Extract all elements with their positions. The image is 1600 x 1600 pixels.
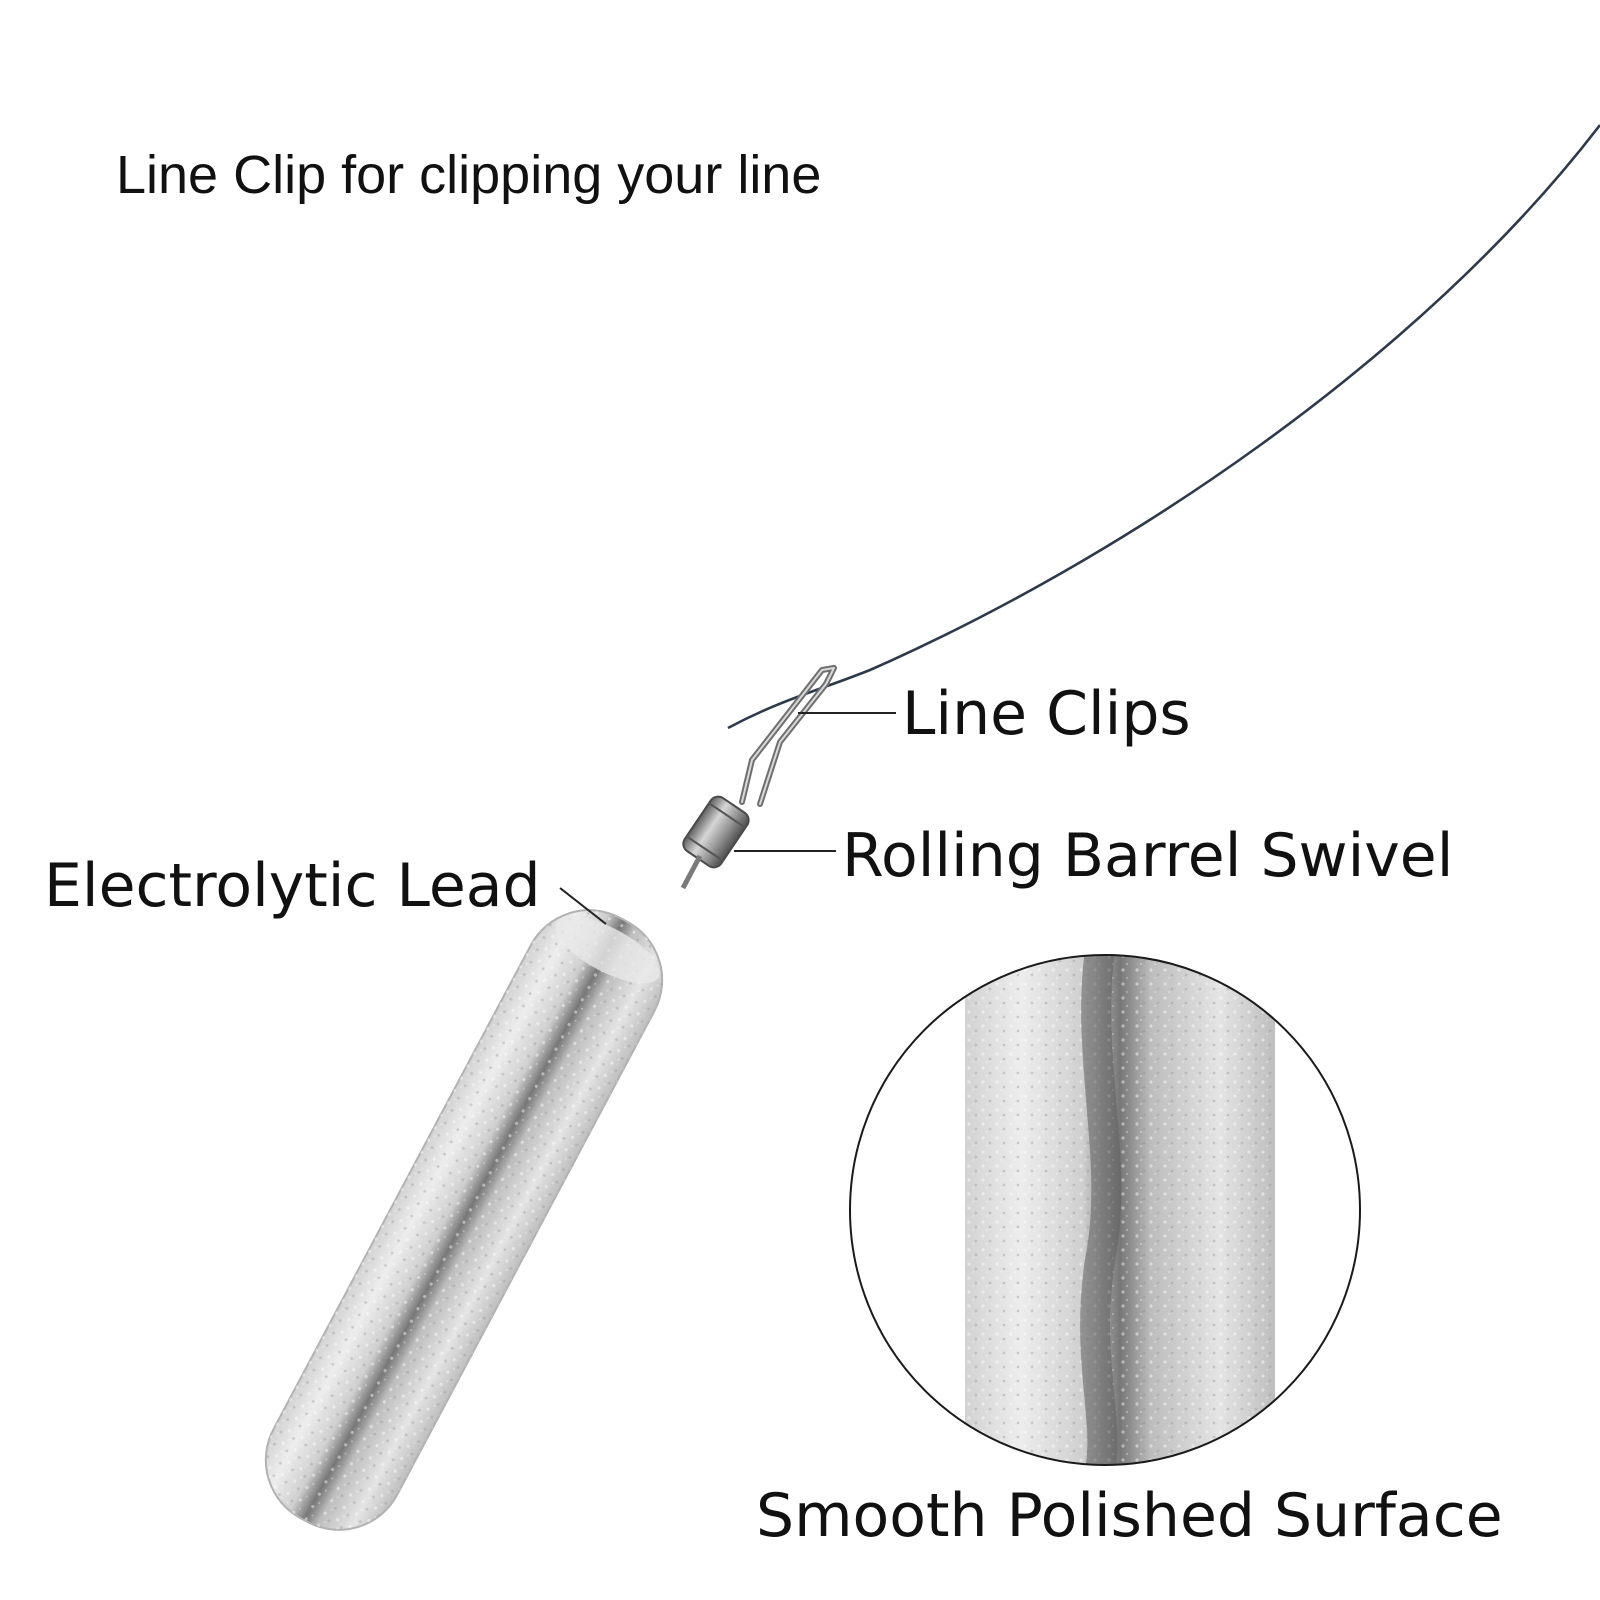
fishing-line: [727, 124, 1600, 730]
leader-line-lead: [559, 887, 607, 925]
callout-line-clips: Line Clips: [902, 679, 1191, 749]
callout-rolling-barrel-swivel: Rolling Barrel Swivel: [842, 821, 1454, 891]
electrolytic-lead-weight: [264, 909, 664, 1531]
line-clip: [739, 665, 837, 807]
swivel-wire: [680, 854, 703, 890]
callout-surface: Smooth Polished Surface: [756, 1481, 1503, 1551]
callout-electrolytic-lead: Electrolytic Lead: [44, 851, 541, 921]
headline: Line Clip for clipping your line: [116, 145, 822, 205]
magnified-surface-view: [849, 954, 1361, 1466]
